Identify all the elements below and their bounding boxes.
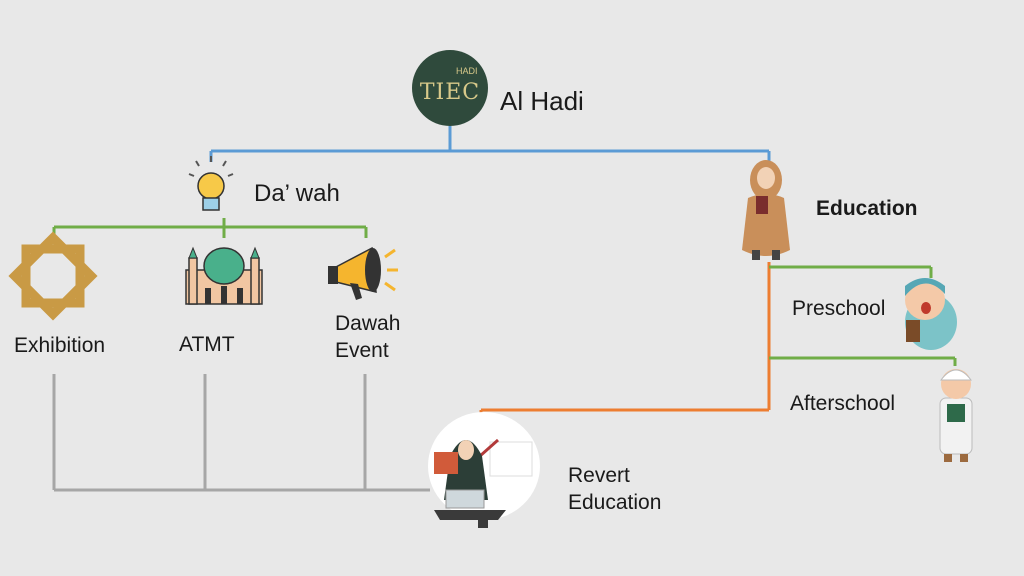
atmt-label: ATMT: [179, 333, 235, 356]
education-title: Education: [816, 197, 918, 220]
logo-subtext: HADI: [456, 66, 478, 76]
dawah-connectors: [52, 218, 368, 238]
teacher-figure-icon: [742, 160, 790, 260]
mosque-icon: [185, 246, 263, 305]
logo-text: TIEC: [419, 80, 481, 105]
dawah-event-label: Dawah Event: [335, 312, 401, 363]
preschool-label: Preschool: [792, 297, 886, 320]
root-connectors: [209, 126, 771, 162]
dawah-title: Da’ wah: [254, 180, 340, 207]
afterschool-label: Afterschool: [790, 392, 896, 415]
lightbulb-icon: [188, 156, 234, 211]
revert-education-label: Revert Education: [568, 464, 662, 515]
exhibition-star-icon: [8, 231, 98, 321]
afterschool-child-icon: [939, 369, 973, 462]
revert-teacher-icon: [428, 412, 540, 528]
preschool-child-icon: [905, 278, 957, 350]
megaphone-icon: [328, 246, 398, 300]
exhibition-label: Exhibition: [14, 334, 106, 357]
root-title: Al Hadi: [500, 86, 584, 116]
grey-connectors: [52, 374, 430, 492]
al-hadi-logo: HADI TIEC: [412, 50, 488, 126]
education-connectors: [479, 262, 957, 422]
